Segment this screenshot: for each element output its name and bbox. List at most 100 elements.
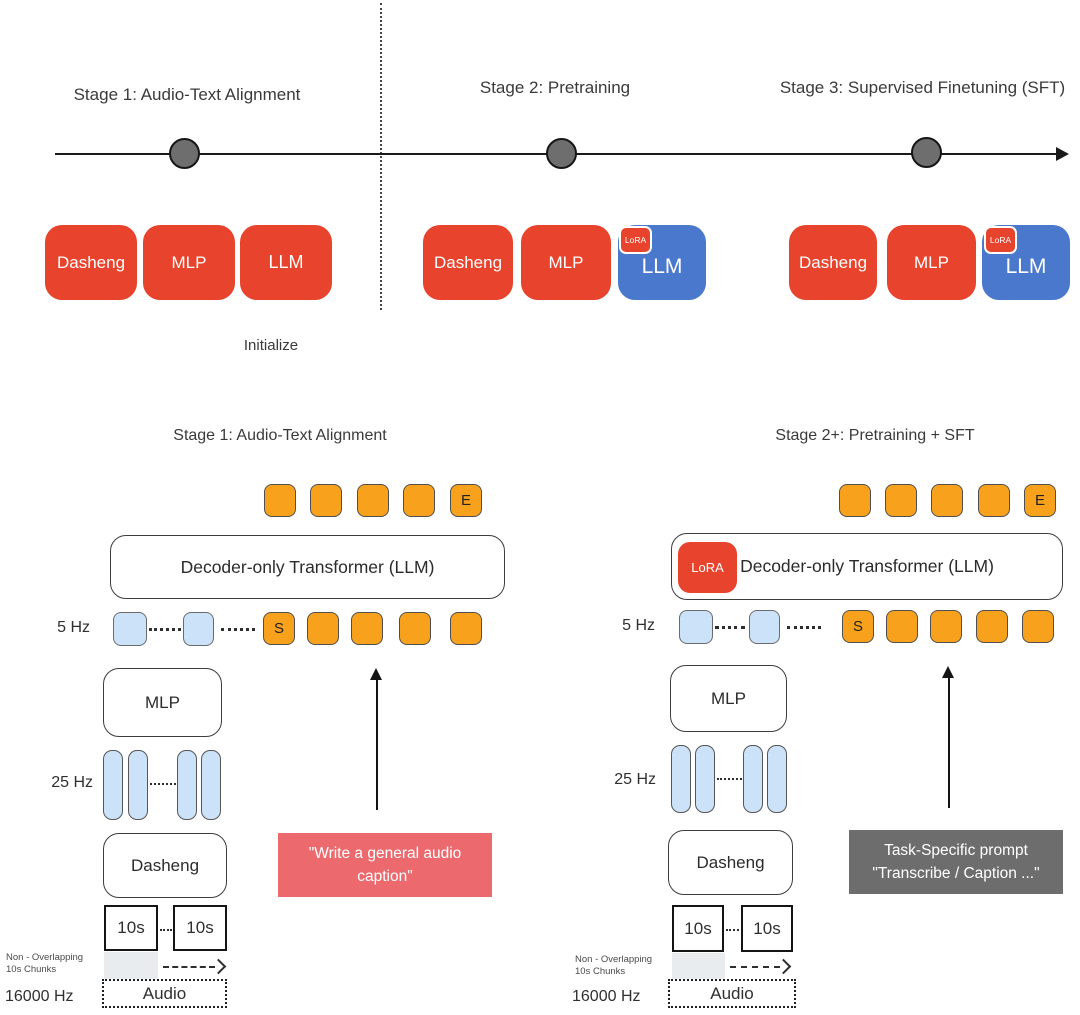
stage3-mlp-box: MLP [887,225,976,300]
dots-connector [726,929,739,931]
feature-bar [201,750,221,820]
feature-bar [671,745,691,813]
start-token-label: S [852,618,863,635]
transformer-box: Decoder-only Transformer (LLM) [110,535,505,599]
dots-connector [221,628,255,631]
stage1-llm-label: LLM [268,252,304,272]
chunk-note-line2: 10s Chunks [6,964,57,976]
text-token [976,610,1008,643]
feature-bar [695,745,715,813]
prompt-line2: caption" [357,868,413,885]
stage2-mlp-label: MLP [548,252,584,272]
chunk-window-strip [104,952,158,979]
stage1-dasheng-box: Dasheng [45,225,137,300]
stage2-mlp-box: MLP [521,225,611,300]
text-token [886,610,918,643]
diagram1-title: Stage 1: Audio-Text Alignment [173,427,387,444]
prompt-arrowhead-icon [942,666,954,678]
feature-bar [177,750,197,820]
text-token [399,612,431,645]
stage1-mlp-label: MLP [171,252,207,272]
transformer-label: Decoder-only Transformer (LLM) [740,556,994,576]
sliding-arrow [163,966,215,968]
chunk-note-line1: Non - Overlapping [6,952,84,963]
end-token-label: E [1034,492,1045,509]
end-token: E [1024,484,1056,517]
stage2-lora-badge: LoRA [619,226,652,254]
stage3-dasheng-box: Dasheng [789,225,877,300]
chunk-label: 10s [753,918,781,938]
sliding-arrowhead-icon [210,958,227,975]
output-token [310,484,342,517]
dots-connector [149,628,181,631]
dasheng-label: Dasheng [696,852,765,872]
audio-embedding-token [749,610,780,644]
prompt-line2: "Transcribe / Caption ..." [872,865,1040,882]
dots-connector [715,626,745,629]
output-token [357,484,389,517]
lora-box: LoRA [678,542,737,593]
output-token [264,484,296,517]
stage3-lora-badge: LoRA [984,226,1017,254]
feature-bar [103,750,123,820]
feature-bar [128,750,148,820]
mlp-label: MLP [145,692,180,712]
audio-label: Audio [710,983,754,1003]
diagram2-title: Stage 2+: Pretraining + SFT [775,427,975,444]
text-token [930,610,962,643]
text-token [351,612,383,645]
chunk-box: 10s [672,905,724,952]
start-token-label: S [273,620,284,637]
end-token: E [450,484,482,517]
audio-embedding-token [183,612,214,646]
chunk-box: 10s [104,905,158,951]
chunk-note: Non - Overlapping 10s Chunks [575,954,665,979]
prompt-arrow [376,679,379,810]
sliding-arrowhead-icon [775,958,792,975]
mlp-box: MLP [670,665,787,732]
sample-rate-label: 16000 Hz [5,988,74,1005]
transformer-box: LoRA Decoder-only Transformer (LLM) [671,533,1063,600]
stage2-title: Stage 2: Pretraining [479,78,631,97]
start-token: S [842,610,874,643]
chunk-note: Non - Overlapping 10s Chunks [6,952,96,977]
chunk-box: 10s [173,905,227,951]
stage3-mlp-label: MLP [914,252,949,272]
dots-connector [787,626,821,629]
chunk-label: 10s [186,918,214,937]
prompt-box: "Write a general audio caption" [278,833,492,897]
dasheng-label: Dasheng [130,855,200,875]
timeline-node-stage1 [169,138,200,169]
mlp-label: MLP [711,688,746,708]
prompt-line1: "Write a general audio [308,844,462,862]
stage1-title: Stage 1: Audio-Text Alignment [73,85,301,104]
stage1-dasheng-label: Dasheng [56,252,126,272]
chunk-label: 10s [117,918,145,937]
audio-box: Audio [102,979,227,1008]
prompt-line1: Task-Specific prompt [884,841,1028,859]
prompt-box: Task-Specific prompt "Transcribe / Capti… [849,830,1063,894]
start-token: S [263,612,295,645]
stage2-dasheng-label: Dasheng [433,252,503,272]
audio-embedding-token [113,612,147,646]
timeline-node-stage2 [546,138,577,169]
chunk-note-line2: 10s Chunks [575,966,626,978]
output-token [978,484,1010,517]
transformer-label: Decoder-only Transformer (LLM) [180,556,435,577]
dasheng-box: Dasheng [103,833,227,898]
prompt-arrowhead-icon [370,668,382,680]
stage1-llm-box: LLM [240,225,332,300]
stage3-llm-label: LLM [1005,254,1047,278]
chunk-label: 10s [684,918,712,938]
dots-connector [160,929,172,931]
timeline-node-stage3 [911,137,942,168]
diagram-stage1: Stage 1: Audio-Text Alignment E Decoder-… [0,410,540,1015]
rate-25hz-label: 25 Hz [614,771,656,788]
stage-separator-dotted-line [380,3,382,310]
mlp-box: MLP [103,668,222,737]
prompt-arrow [948,677,951,808]
output-token [885,484,917,517]
stage2-lora-badge-label: LoRA [624,235,647,245]
dots-connector [717,778,742,780]
